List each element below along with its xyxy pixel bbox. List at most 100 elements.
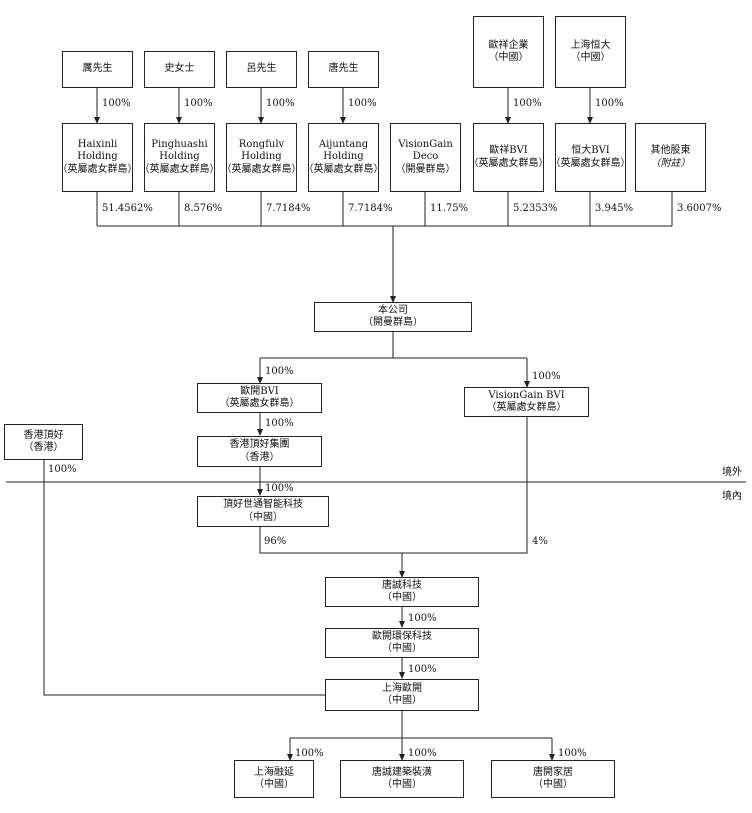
visiongain-deco-line1: VisionGain [398,138,453,150]
shareholder-tang-label: 唐先生 [328,63,359,75]
hk-dinghao-group-box: 香港頂好集團 （香港） [197,436,322,467]
oukai-bvi-region: （英屬處女群島） [219,398,300,409]
pct-oukai-env-sh-oukai: 100% [408,664,437,675]
aijuntang-line2: Holding [323,151,364,163]
tangcheng-tech-name: 唐誠科技 [382,579,422,591]
sh-rongyan-box: 上海融延 （中國） [234,760,314,798]
pct-visiongain-deco: 11.75% [430,203,469,214]
pinghuashi-line2: Holding [159,151,200,163]
visiongain-bvi-region: （英屬處女群島） [486,402,567,413]
pct-hengda-bvi-holding: 3.945% [595,203,634,214]
dinghao-tech-box: 頂好世通智能科技 （中國） [197,496,329,527]
oukai-bvi-name: 歐開BVI [240,385,279,397]
holdco-hengda-bvi: 恒大BVI （英屬處女群島） [551,123,631,192]
pct-oushen-bvi: 100% [513,98,542,109]
sh-oukai-box: 上海歐開 （中國） [325,679,479,711]
hk-dinghao-group-name: 香港頂好集團 [229,439,290,450]
pct-hk-group-dinghao-tech: 100% [265,483,294,494]
hengda-bvi-line1: 恒大BVI [571,145,610,156]
pct-pinghuashi: 8.576% [184,203,223,214]
pct-dinghao-tech-tangcheng: 96% [264,536,287,547]
pct-tangkai-home: 100% [558,748,587,759]
other-shareholders-line1: 其他股東 [650,145,691,156]
haixinli-line1: Haixinli [77,138,118,150]
shareholder-shi: 史女士 [144,51,215,88]
oushen-enterprise-name: 歐祥企業 [488,39,529,51]
pinghuashi-line3: （英屬處女群島） [139,163,220,175]
shareholder-lv: 呂先生 [226,51,297,88]
pct-shi-pinghuashi: 100% [184,98,213,109]
haixinli-line2: Holding [77,151,118,163]
pct-tangcheng-build: 100% [408,748,437,759]
pct-lv-rongfulv: 100% [266,98,295,109]
pct-company-oukai-bvi: 100% [265,366,294,377]
sh-oukai-region: （中國） [382,695,422,706]
shareholder-sh-hengda: 上海恒大 （中國） [555,16,626,88]
tangkai-home-name: 唐開家居 [533,766,573,778]
oushen-bvi-line1: 歐祥BVI [489,145,528,156]
pct-other-shareholders: 3.6007% [677,203,722,214]
pct-tang-aijuntang: 100% [348,98,377,109]
holdco-visiongain-deco: VisionGain Deco （開曼群島） [390,123,461,192]
sh-hengda-name: 上海恒大 [570,39,611,51]
offshore-label: 境外 [722,467,742,478]
visiongain-deco-line2: Deco [412,151,439,163]
pinghuashi-line1: Pinghuashi [151,138,208,150]
oukai-bvi-box: 歐開BVI （英屬處女群島） [197,383,322,413]
company-box: 本公司 （開曼群島） [314,302,472,332]
holdco-oushen-bvi: 歐祥BVI （英屬處女群島） [469,123,549,192]
tangcheng-tech-box: 唐誠科技 （中國） [325,577,479,607]
holdco-pinghuashi: Pinghuashi Holding （英屬處女群島） [140,123,220,192]
sh-rongyan-region: （中國） [254,779,294,790]
shareholder-li-label: 厲先生 [82,63,113,75]
onshore-label: 境內 [722,491,742,502]
pct-company-visiongain-bvi: 100% [532,371,561,382]
visiongain-bvi-name: VisionGain BVI [488,389,565,401]
company-region: （開曼群島） [363,317,423,328]
company-name: 本公司 [378,304,408,316]
oukai-env-box: 歐開環保科技 （中國） [325,628,479,658]
pct-oushen-bvi-holding: 5.2353% [513,203,558,214]
aijuntang-line1: Aijuntang [318,138,369,150]
oukai-env-name: 歐開環保科技 [372,630,432,642]
holdco-rongfulv: Rongfulv Holding （英屬處女群島） [222,123,302,192]
pct-tangcheng-oukai-env: 100% [408,613,437,624]
hk-dinghao-box: 香港頂好 （香港） [4,424,83,460]
hk-dinghao-region: （香港） [23,442,64,453]
shareholder-shi-label: 史女士 [164,63,195,75]
visiongain-deco-line3: （開曼群島） [395,163,456,175]
sh-hengda-region: （中國） [570,52,611,63]
pct-hengda-bvi: 100% [595,98,624,109]
rongfulv-line2: Holding [241,151,282,163]
pct-visiongain-bvi-tangcheng: 4% [532,536,548,547]
haixinli-line3: （英屬處女群島） [57,163,138,175]
shareholder-oushen-enterprise: 歐祥企業 （中國） [473,16,544,88]
pct-aijuntang: 7.7184% [348,203,393,214]
pct-rongfulv: 7.7184% [266,203,311,214]
sh-oukai-name: 上海歐開 [382,682,422,694]
dinghao-tech-region: （中國） [243,511,283,523]
pct-oukai-bvi-hk-group: 100% [265,418,294,429]
rongfulv-line3: （英屬處女群島） [221,163,302,175]
hk-dinghao-name: 香港頂好 [23,429,64,441]
rongfulv-line1: Rongfulv [238,138,285,150]
dinghao-tech-name: 頂好世通智能科技 [223,499,303,510]
shareholder-lv-label: 呂先生 [246,63,277,75]
tangkai-home-region: （中國） [533,779,573,790]
tangcheng-build-name: 唐誠建築裝潢 [372,766,432,778]
pct-sh-rongyan: 100% [295,748,324,759]
tangcheng-build-region: （中國） [382,779,422,790]
tangcheng-tech-region: （中國） [382,592,422,603]
pct-haixinli: 51.4562% [102,203,153,214]
pct-li-haixinli: 100% [102,98,131,109]
holdco-haixinli: Haixinli Holding （英屬處女群島） [58,123,138,192]
shareholder-li: 厲先生 [62,51,133,88]
holdco-other-shareholders: 其他股東 （附註） [635,123,706,192]
visiongain-bvi-box: VisionGain BVI （英屬處女群島） [464,387,589,417]
oukai-env-region: （中國） [382,643,422,654]
hk-dinghao-group-region: （香港） [239,451,280,463]
other-shareholders-note: （附註） [650,157,691,169]
hengda-bvi-line2: （英屬處女群島） [550,157,631,169]
sh-rongyan-name: 上海融延 [254,766,294,778]
